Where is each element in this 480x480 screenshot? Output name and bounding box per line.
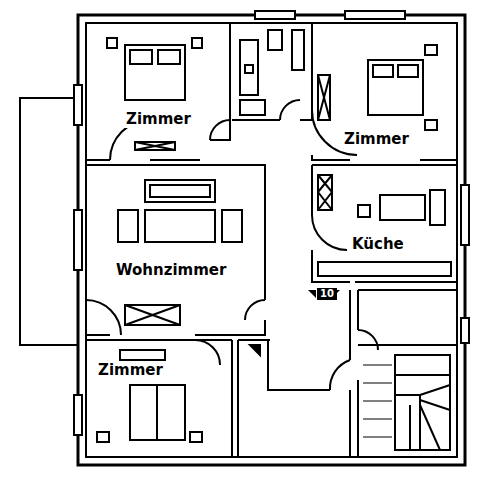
room-label: Zimmer [342,131,411,148]
room-label: Wohnzimmer [114,262,228,279]
room-label: Küche [350,236,406,253]
room-label: Zimmer [124,111,193,128]
callout-number: 10 [317,288,337,300]
room-label: Zimmer [96,362,165,379]
